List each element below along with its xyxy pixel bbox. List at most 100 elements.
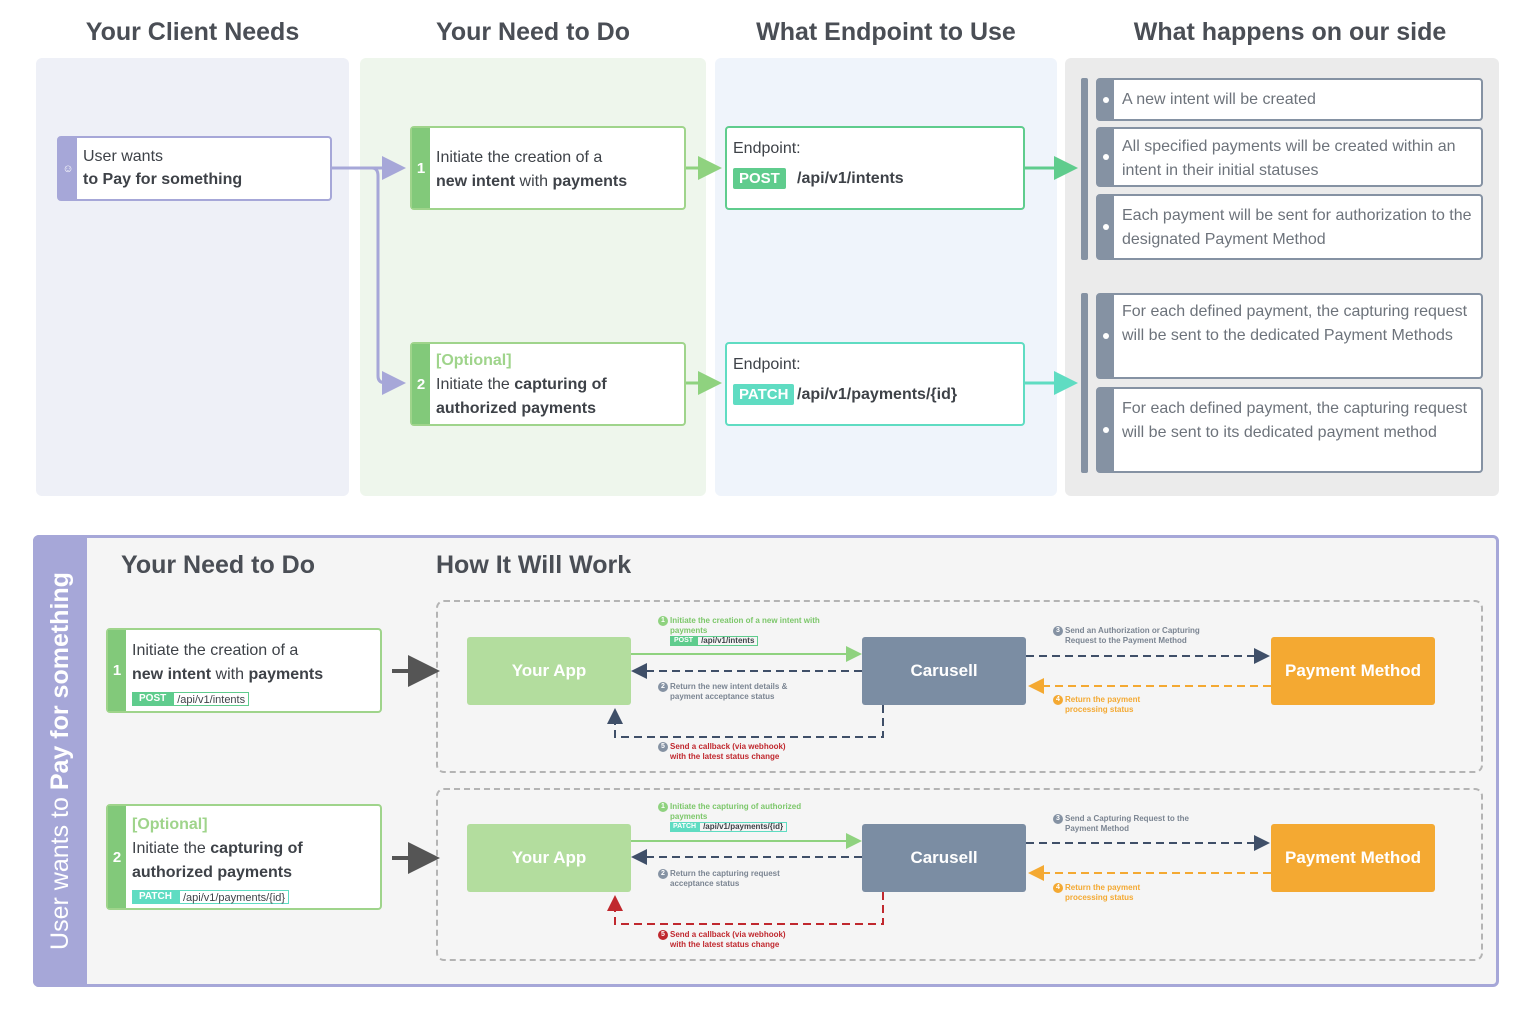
- side-item-text: Each payment will be sent for authorizat…: [1122, 207, 1472, 248]
- step1-bold2: payments: [552, 173, 628, 190]
- endpoint2-path: /api/v1/payments/{id}: [797, 386, 958, 403]
- f2-note-1: 1 Initiate the capturing of authorized p…: [658, 802, 820, 832]
- side-item-text: All specified payments will be created w…: [1122, 138, 1456, 179]
- f1-note-1-text: Initiate the creation of a new intent wi…: [670, 616, 820, 635]
- f2-note-5-text: Send a callback (via webhook) with the l…: [670, 930, 786, 949]
- client-to-step2-arrow: [332, 166, 406, 395]
- f1-note-4-text: Return the payment processing status: [1065, 695, 1141, 714]
- f1-your-app-node: Your App: [467, 637, 631, 705]
- bottom-frame: [33, 535, 1499, 987]
- f1-note-3-text: Send an Authorization or Capturing Reque…: [1065, 626, 1200, 645]
- bottom-step1-bold2: payments: [248, 666, 324, 683]
- top-step2-card: 2 [Optional] Initiate the capturing of a…: [410, 342, 686, 426]
- post-method-badge: POST: [132, 691, 174, 706]
- note-number: 3: [1053, 626, 1063, 636]
- note-number: 2: [658, 869, 668, 879]
- side-item-text: For each defined payment, the capturing …: [1122, 303, 1468, 344]
- note-number: 5: [658, 930, 668, 940]
- user-icon: ☺: [59, 138, 77, 199]
- flow2-container: [436, 788, 1483, 961]
- bottom-step1-card: 1 Initiate the creation of a new intent …: [106, 628, 382, 713]
- endpoint2-label: Endpoint:: [733, 356, 801, 373]
- bottom-step1-text: Initiate the creation of a new intent wi…: [132, 639, 372, 711]
- bullet-icon: [1098, 196, 1114, 258]
- step-number: 1: [412, 128, 430, 208]
- side-item-text: For each defined payment, the capturing …: [1122, 400, 1468, 441]
- bottom-side-bar: [33, 535, 87, 987]
- header-client-needs: Your Client Needs: [85, 18, 300, 46]
- note-number: 4: [1053, 883, 1063, 893]
- note-number: 1: [658, 802, 668, 812]
- patch-method-badge: PATCH: [733, 384, 795, 405]
- note-number: 1: [658, 616, 668, 626]
- side-bracket-1: [1081, 78, 1088, 260]
- client-card-line1: User wants: [83, 148, 164, 165]
- endpoint1-path: /api/v1/intents: [797, 170, 904, 187]
- step2-text: [Optional] Initiate the capturing of aut…: [436, 349, 676, 421]
- endpoint1-card: Endpoint: POST /api/v1/intents: [725, 126, 1025, 210]
- bottom-step2-optional: [Optional]: [132, 816, 208, 833]
- bottom-header-todo: Your Need to Do: [121, 551, 315, 579]
- header-our-side: What happens on our side: [1133, 18, 1447, 46]
- bullet-icon: [1098, 129, 1114, 185]
- f2-note-2: 2 Return the capturing request acceptanc…: [658, 869, 800, 889]
- f2-note-1-text: Initiate the capturing of authorized pay…: [670, 802, 802, 821]
- note-number: 4: [1053, 695, 1063, 705]
- f2-payment-method-node: Payment Method: [1271, 824, 1435, 892]
- f2-note-4: 4 Return the payment processing status: [1053, 883, 1155, 903]
- step-number: 1: [108, 630, 126, 711]
- post-method-badge: POST: [670, 636, 698, 646]
- f1-callback-arrow: [607, 705, 884, 738]
- f2-note-5: 5 Send a callback (via webhook) with the…: [658, 930, 800, 950]
- endpoint2-card: Endpoint: PATCH /api/v1/payments/{id}: [725, 342, 1025, 426]
- step1-text-b: with: [515, 173, 553, 190]
- post-method-badge: POST: [733, 168, 786, 189]
- bottom-step1-text-b: with: [211, 666, 249, 683]
- top-step1-card: 1 Initiate the creation of a new intent …: [410, 126, 686, 210]
- f1-carusell-node: Carusell: [862, 637, 1026, 705]
- f1-note-2-text: Return the new intent details & payment …: [670, 682, 788, 701]
- bottom-step2-bold1: capturing of: [210, 840, 303, 857]
- f1-note-5: 5 Send a callback (via webhook) with the…: [658, 742, 800, 762]
- note-number: 5: [658, 742, 668, 752]
- f1-payment-method-node: Payment Method: [1271, 637, 1435, 705]
- f1-note-5-text: Send a callback (via webhook) with the l…: [670, 742, 786, 761]
- step2-bold1: capturing of: [514, 376, 607, 393]
- f1-note-4: 4 Return the payment processing status: [1053, 695, 1155, 715]
- client-card: ☺ User wants to Pay for something: [57, 136, 332, 201]
- step-number: 2: [412, 344, 430, 424]
- patch-method-badge: PATCH: [132, 889, 179, 904]
- client-card-line2: to Pay for something: [83, 171, 243, 188]
- client-needs-panel: [36, 58, 349, 496]
- f2-note-2-text: Return the capturing request acceptance …: [670, 869, 780, 888]
- f2-carusell-node: Carusell: [862, 824, 1026, 892]
- side-item: All specified payments will be created w…: [1096, 127, 1483, 187]
- bullet-icon: [1098, 80, 1114, 119]
- bottom-step2-text: [Optional] Initiate the capturing of aut…: [132, 813, 372, 909]
- side-item: Each payment will be sent for authorizat…: [1096, 194, 1483, 260]
- f2-note-4-text: Return the payment processing status: [1065, 883, 1141, 902]
- bottom-step1-path: /api/v1/intents: [173, 691, 250, 706]
- bottom-step1-text-a: Initiate the creation of a: [132, 642, 299, 659]
- header-endpoint: What Endpoint to Use: [756, 18, 1016, 46]
- side-item: A new intent will be created: [1096, 78, 1483, 121]
- note-number: 3: [1053, 814, 1063, 824]
- bottom-step2-card: 2 [Optional] Initiate the capturing of a…: [106, 804, 382, 910]
- bottom-step2-path: /api/v1/payments/{id}: [178, 889, 290, 904]
- f1-note-3: 3 Send an Authorization or Capturing Req…: [1053, 626, 1215, 646]
- note-number: 2: [658, 682, 668, 692]
- bottom-header-how: How It Will Work: [436, 551, 632, 579]
- bottom-step2-text-a: Initiate the: [132, 840, 211, 857]
- header-need-to-do: Your Need to Do: [436, 18, 630, 46]
- step2-optional: [Optional]: [436, 352, 512, 369]
- endpoint1-label: Endpoint:: [733, 140, 801, 157]
- f1-note-1-path: /api/v1/intents: [697, 636, 759, 646]
- side-bracket-2: [1081, 293, 1088, 473]
- step1-text-a: Initiate the creation of a: [436, 149, 603, 166]
- f1-note-1: 1 Initiate the creation of a new intent …: [658, 616, 820, 646]
- f2-note-1-path: /api/v1/payments/{id}: [699, 822, 788, 832]
- side-item: For each defined payment, the capturing …: [1096, 387, 1483, 473]
- side-item-text: A new intent will be created: [1122, 91, 1316, 108]
- bullet-icon: [1098, 295, 1114, 377]
